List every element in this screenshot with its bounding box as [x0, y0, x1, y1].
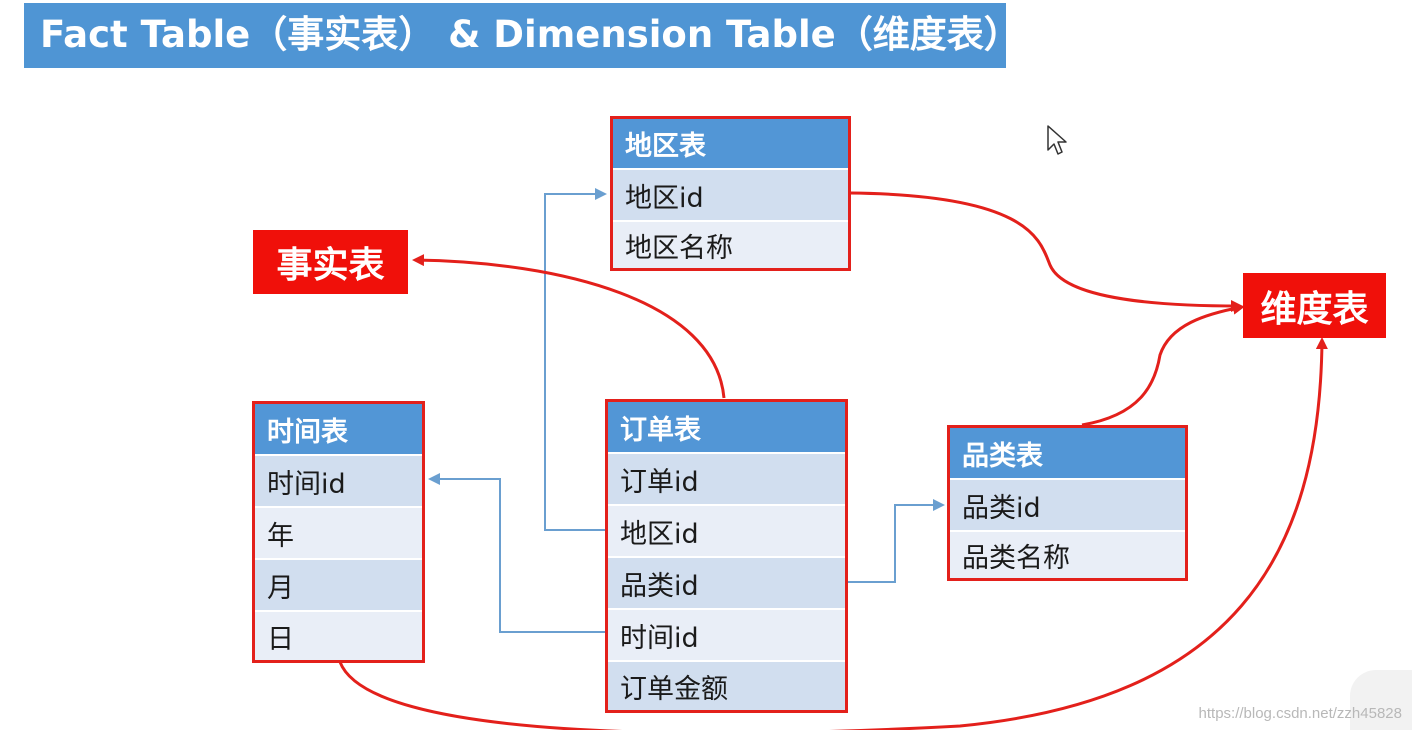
fact-curve — [412, 254, 726, 399]
region-table: 地区表 地区id 地区名称 — [610, 116, 851, 271]
title-banner: Fact Table（事实表） & Dimension Table（维度表） — [24, 3, 1021, 68]
time-field-id: 时间id — [255, 454, 422, 506]
fk-time-line — [428, 473, 608, 633]
category-table-header: 品类表 — [950, 428, 1185, 478]
time-table-header: 时间表 — [255, 404, 422, 454]
time-field-day: 日 — [255, 610, 422, 660]
page-title: Fact Table（事实表） & Dimension Table（维度表） — [40, 13, 1021, 56]
region-to-dimension-curve — [849, 191, 1243, 312]
time-field-month: 月 — [255, 558, 422, 610]
watermark: https://blog.csdn.net/zzh45828 — [1198, 705, 1402, 722]
order-field-region-id: 地区id — [608, 504, 845, 556]
fk-region-line — [544, 188, 608, 531]
region-table-header: 地区表 — [613, 119, 848, 168]
time-to-dimension-curve — [338, 337, 1328, 730]
fact-table-label: 事实表 — [253, 230, 408, 294]
order-table: 订单表 订单id 地区id 品类id 时间id 订单金额 — [605, 399, 848, 713]
corner-overlay — [1350, 670, 1412, 730]
mouse-pointer-icon — [1047, 125, 1067, 155]
category-field-name: 品类名称 — [950, 530, 1185, 578]
category-to-dimension-curve — [1081, 302, 1245, 427]
order-table-header: 订单表 — [608, 402, 845, 452]
time-field-year: 年 — [255, 506, 422, 558]
order-field-id: 订单id — [608, 452, 845, 504]
category-table: 品类表 品类id 品类名称 — [947, 425, 1188, 581]
region-field-id: 地区id — [613, 168, 848, 220]
order-field-time-id: 时间id — [608, 608, 845, 660]
fk-category-line — [848, 499, 945, 583]
category-field-id: 品类id — [950, 478, 1185, 530]
region-field-name: 地区名称 — [613, 220, 848, 268]
time-table: 时间表 时间id 年 月 日 — [252, 401, 425, 663]
dimension-table-label: 维度表 — [1243, 273, 1386, 338]
order-field-amount: 订单金额 — [608, 660, 845, 710]
order-field-category-id: 品类id — [608, 556, 845, 608]
